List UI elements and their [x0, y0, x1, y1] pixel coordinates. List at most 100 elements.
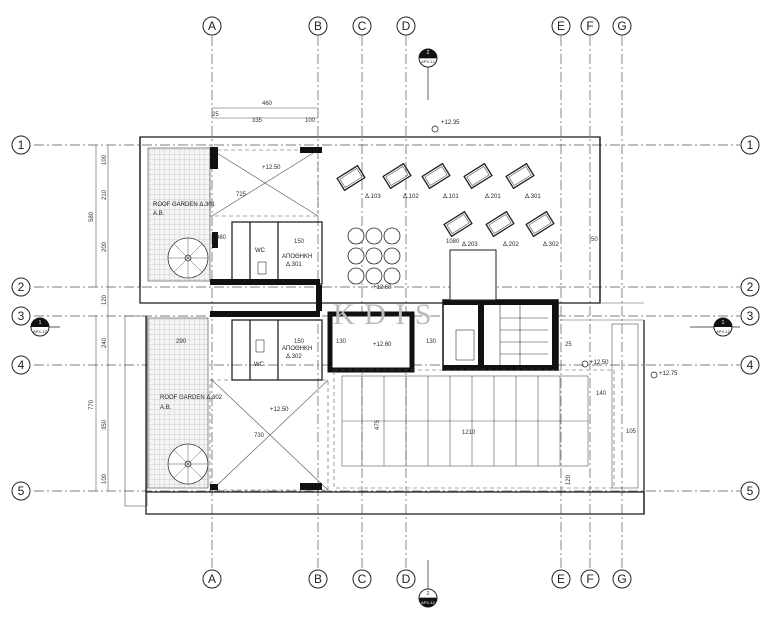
level-markers: +12.35 +12.50 +12.50 +12.60 +12.60 +12.5…: [262, 120, 678, 413]
storage-301-code: Δ.301: [286, 262, 302, 268]
svg-text:335: 335: [252, 118, 263, 124]
roof-garden-302: ROOF GARDEN Δ.302 A.B.: [147, 317, 329, 491]
svg-text:1: 1: [18, 138, 25, 152]
svg-text:100: 100: [102, 154, 108, 165]
svg-text:G: G: [617, 19, 626, 33]
axis-bubbles-left: 1 2 3 4 5: [11, 135, 31, 501]
axis-bubble-F: F: [580, 16, 600, 36]
building-outline: [124, 136, 645, 515]
dimensions: 460 335 100 25 580 770 100 210 200 120 2…: [89, 101, 637, 491]
section-marker-bottom: 2 APX-12: [418, 560, 438, 608]
svg-text:2: 2: [427, 50, 430, 56]
room-label-ab1: A.B.: [153, 211, 165, 217]
svg-text:APX-12: APX-12: [421, 600, 436, 605]
svg-text:F: F: [586, 19, 593, 33]
svg-text:C: C: [358, 19, 367, 33]
wc-label-301: WC: [255, 248, 266, 254]
svg-text:Δ.201: Δ.201: [485, 194, 501, 200]
svg-text:2: 2: [747, 280, 754, 294]
svg-text:Δ.203: Δ.203: [462, 242, 478, 248]
axis-bubble-A-bottom: A: [202, 569, 222, 589]
svg-text:120: 120: [102, 294, 108, 305]
svg-text:100: 100: [102, 473, 108, 484]
axis-bubble-5-right: 5: [740, 481, 760, 501]
axis-bubbles-top: A B C D E F G: [202, 16, 632, 36]
wc-label-302: WC: [254, 362, 265, 368]
svg-text:210: 210: [102, 189, 108, 200]
spiral-stair-301: [167, 237, 209, 279]
axis-bubble-4-right: 4: [740, 355, 760, 375]
axis-bubble-2-right: 2: [740, 277, 760, 297]
axis-bubble-D-bottom: D: [396, 569, 416, 589]
svg-text:130: 130: [426, 339, 437, 345]
svg-text:770: 770: [89, 399, 95, 410]
svg-text:5: 5: [18, 484, 25, 498]
svg-text:A: A: [208, 572, 216, 586]
svg-text:25: 25: [565, 342, 572, 348]
axis-bubble-D: D: [396, 16, 416, 36]
svg-text:G: G: [617, 572, 626, 586]
axis-bubble-B: B: [308, 16, 328, 36]
svg-text:1: 1: [747, 138, 754, 152]
svg-text:350: 350: [102, 419, 108, 430]
svg-text:200: 200: [102, 241, 108, 252]
watermark: K D I S: [333, 298, 433, 331]
svg-text:100: 100: [305, 118, 316, 124]
axis-bubble-F-bottom: F: [580, 569, 600, 589]
axis-bubble-1-left: 1: [11, 135, 31, 155]
svg-text:3: 3: [747, 309, 754, 323]
axis-bubble-3-left: 3: [11, 306, 31, 326]
svg-text:D: D: [402, 19, 411, 33]
room-label-rg302: ROOF GARDEN Δ.302: [160, 395, 223, 401]
svg-text:1: 1: [39, 320, 42, 326]
svg-text:+12.60: +12.60: [373, 285, 392, 291]
svg-text:25: 25: [212, 112, 219, 118]
svg-text:2: 2: [18, 280, 25, 294]
svg-text:1: 1: [722, 320, 725, 326]
section-marker-left: 1 APX-12: [30, 317, 60, 337]
axis-bubble-E: E: [551, 16, 571, 36]
svg-text:150: 150: [294, 239, 305, 245]
axis-bubbles-bottom: A B C D E F G: [202, 569, 632, 589]
axis-bubble-C: C: [352, 16, 372, 36]
svg-text:1080: 1080: [446, 239, 460, 245]
svg-text:3: 3: [18, 309, 25, 323]
svg-text:730: 730: [254, 433, 265, 439]
svg-text:290: 290: [176, 339, 187, 345]
svg-text:2: 2: [427, 591, 430, 597]
wc-storage-302: WC ΑΠΟΘΗΚΗ Δ.302: [231, 319, 323, 381]
svg-text:C: C: [358, 572, 367, 586]
svg-text:Δ.101: Δ.101: [443, 194, 459, 200]
axis-bubble-1-right: 1: [740, 135, 760, 155]
axis-bubble-E-bottom: E: [551, 569, 571, 589]
section-marker-right: 1 APX-12: [690, 317, 740, 337]
svg-text:+12.50: +12.50: [270, 407, 289, 413]
room-label-ab2: A.B.: [160, 405, 172, 411]
svg-text:Δ.102: Δ.102: [403, 194, 419, 200]
svg-text:Δ.103: Δ.103: [365, 194, 381, 200]
axis-bubble-G-bottom: G: [612, 569, 632, 589]
svg-text:E: E: [557, 572, 565, 586]
axis-bubbles-right: 1 2 3 4 5: [740, 135, 760, 501]
svg-text:APX-12: APX-12: [716, 329, 731, 334]
spiral-stair-302: [167, 443, 209, 485]
svg-text:580: 580: [89, 211, 95, 222]
svg-text:+12.60: +12.60: [373, 342, 392, 348]
svg-text:4: 4: [747, 358, 754, 372]
svg-text:E: E: [557, 19, 565, 33]
svg-text:50: 50: [591, 237, 598, 243]
svg-text:B: B: [314, 572, 322, 586]
structural-columns: [210, 147, 322, 490]
svg-text:B: B: [314, 19, 322, 33]
svg-text:Δ.301: Δ.301: [525, 194, 541, 200]
svg-text:Δ.302: Δ.302: [543, 242, 559, 248]
svg-text:130: 130: [336, 339, 347, 345]
axis-bubble-B-bottom: B: [308, 569, 328, 589]
wc-storage-301: WC ΑΠΟΘΗΚΗ Δ.301: [231, 221, 323, 285]
section-marker-top: 2 APX-12: [418, 48, 438, 100]
axis-bubble-5-left: 5: [11, 481, 31, 501]
axis-bubble-G: G: [612, 16, 632, 36]
svg-text:150: 150: [294, 339, 305, 345]
axis-bubble-2-left: 2: [11, 277, 31, 297]
